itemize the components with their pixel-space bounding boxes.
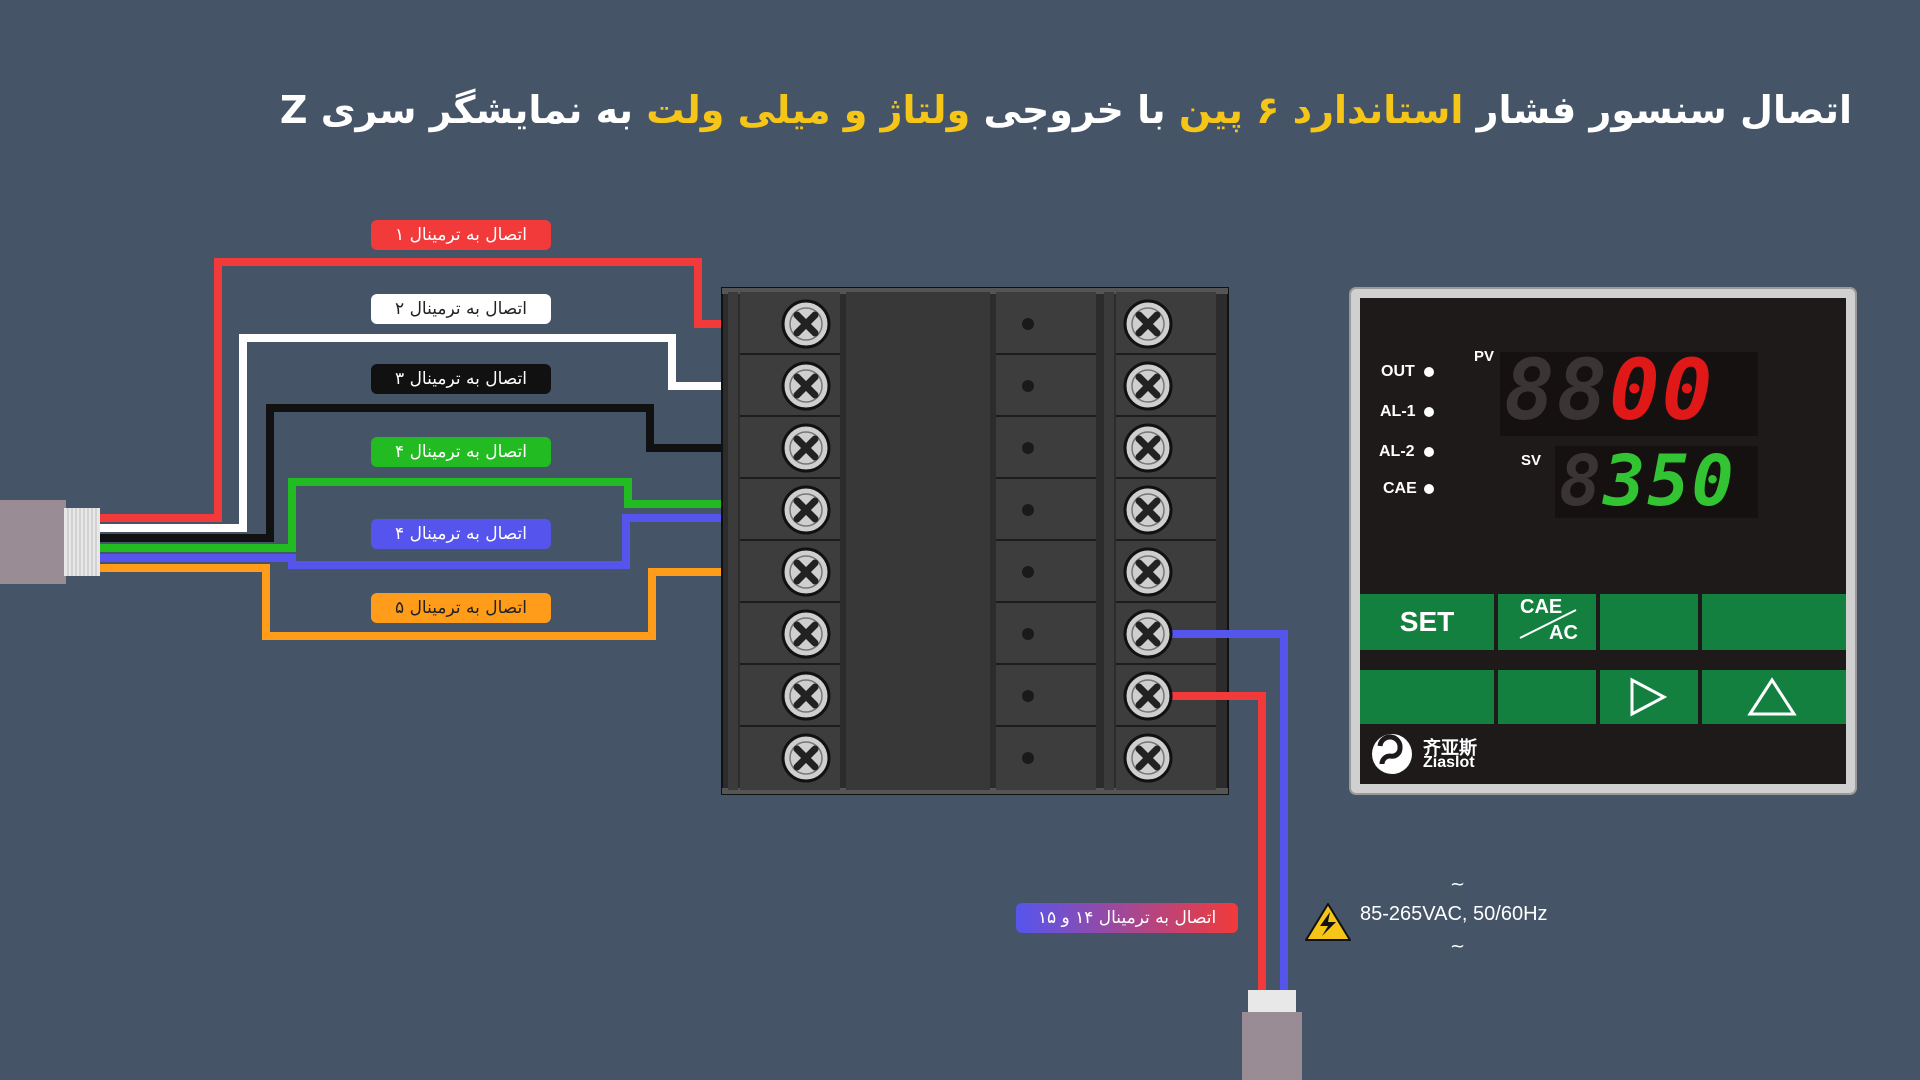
- blank-key-3: [1360, 670, 1494, 724]
- terminal-screw-icon: [781, 485, 831, 535]
- cae-label: CAE: [1520, 596, 1563, 618]
- wire-label-terminal-5: اتصال به ترمینال ۵: [371, 593, 551, 623]
- wire-red: [100, 258, 785, 522]
- terminal-screw-icon: [1123, 609, 1173, 659]
- temperature-controller: [1349, 287, 1857, 795]
- indicator-al1: AL-1: [1380, 403, 1416, 420]
- power-cable-sleeve: [1248, 990, 1296, 1014]
- sv-label: SV: [1521, 452, 1542, 469]
- sv-display: 8350: [1559, 444, 1736, 518]
- shift-right-icon: [1630, 677, 1668, 717]
- terminal-screws: [781, 299, 1173, 783]
- power-tilde-bottom: ~: [1450, 936, 1466, 957]
- power-spec: 85-265VAC, 50/60Hz: [1360, 903, 1548, 925]
- shift-button[interactable]: [1600, 670, 1698, 724]
- pv-display: 8800: [1504, 346, 1714, 434]
- blank-key-2: [1702, 594, 1846, 650]
- indicator-out: OUT: [1381, 363, 1415, 380]
- power-label-terminal-14-15: اتصال به ترمینال ۱۴ و ۱۵: [1016, 903, 1238, 933]
- pv-value: 00: [1609, 341, 1715, 439]
- power-cable: [1242, 1012, 1302, 1080]
- title-part-3: با خروجی: [983, 88, 1166, 132]
- terminal-screw-icon: [1123, 547, 1173, 597]
- power-tilde-top: ~: [1450, 874, 1466, 895]
- sensor-cable-sleeve: [64, 508, 100, 576]
- sv-ghost-digit: 8: [1559, 440, 1604, 522]
- wire-label-terminal-1: اتصال به ترمینال ۱: [371, 220, 551, 250]
- power-wire-red: [1148, 692, 1266, 1000]
- brand-logo-icon: [1372, 734, 1412, 774]
- indicator-al2: AL-2: [1379, 443, 1415, 460]
- pv-ghost-digits: 88: [1504, 341, 1610, 439]
- terminal-screw-icon: [1123, 299, 1173, 349]
- title-part-5: به نمایشگر سری Z: [279, 88, 633, 132]
- high-voltage-warning-icon: [1305, 903, 1351, 941]
- cae-ac-key: [1498, 594, 1596, 650]
- terminal-screw-icon: [781, 547, 831, 597]
- wire-orange: [100, 564, 785, 640]
- terminal-screw-icon: [1123, 423, 1173, 473]
- indicator-cae: CAE: [1383, 480, 1417, 497]
- terminal-screw-icon: [1123, 485, 1173, 535]
- wire-white: [100, 334, 785, 532]
- terminal-screw-icon: [781, 671, 831, 721]
- blank-key-1: [1600, 594, 1698, 650]
- terminal-screw-icon: [781, 299, 831, 349]
- sv-value: 350: [1603, 440, 1736, 522]
- set-key: [1360, 594, 1494, 650]
- terminal-screw-icon: [781, 361, 831, 411]
- wire-blue: [100, 514, 785, 569]
- wire-label-terminal-2: اتصال به ترمینال ۲: [371, 294, 551, 324]
- terminal-screw-icon: [781, 733, 831, 783]
- terminal-screw-icon: [1123, 671, 1173, 721]
- page-title: اتصال سنسور فشار استاندارد ۶ پین با خروج…: [280, 88, 1852, 132]
- blank-key-4: [1498, 670, 1596, 724]
- shift-key: [1600, 670, 1698, 724]
- power-wire-blue: [1148, 630, 1288, 1000]
- ac-label: AC: [1549, 622, 1578, 644]
- wire-green: [100, 478, 785, 552]
- terminal-screw-icon: [781, 609, 831, 659]
- brand-name-cn: 齐亚斯: [1423, 738, 1477, 759]
- set-button[interactable]: SET: [1399, 606, 1455, 637]
- arrow-up-icon: [1747, 677, 1797, 716]
- pv-label: PV: [1474, 348, 1495, 365]
- up-button[interactable]: [1702, 670, 1846, 724]
- title-part-2: استاندارد ۶ پین: [1178, 88, 1464, 132]
- terminal-screw-icon: [781, 423, 831, 473]
- title-part-4: ولتاژ و میلی ولت: [646, 88, 971, 132]
- wire-label-terminal-4-green: اتصال به ترمینال ۴: [371, 437, 551, 467]
- wire-black: [100, 404, 785, 542]
- sensor-cable-sleeve-ribs: [67, 508, 97, 576]
- terminal-screw-icon: [1123, 361, 1173, 411]
- sensor-cable: [0, 500, 66, 584]
- wire-label-terminal-4-blue: اتصال به ترمینال ۴: [371, 519, 551, 549]
- wire-label-terminal-3: اتصال به ترمینال ۳: [371, 364, 551, 394]
- terminal-screw-icon: [1123, 733, 1173, 783]
- brand-name-en: Ziaslot: [1423, 754, 1475, 771]
- title-part-1: اتصال سنسور فشار: [1476, 88, 1852, 132]
